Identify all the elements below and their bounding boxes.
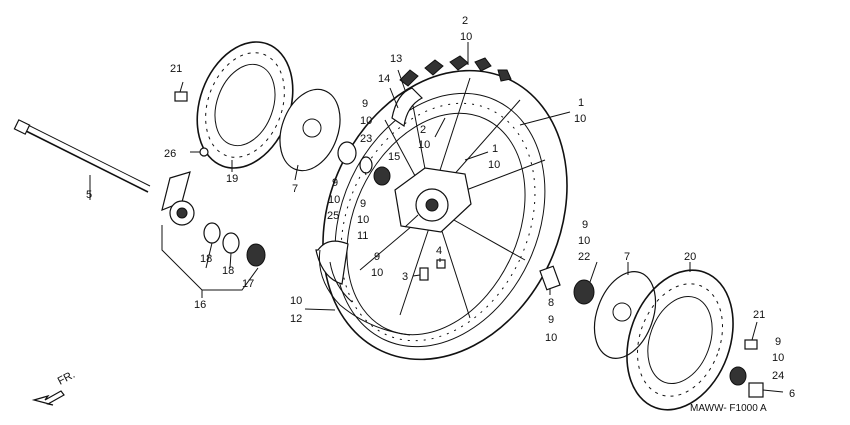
- seal-18-b: [222, 232, 240, 254]
- callout: 10: [357, 214, 369, 226]
- callout: 14: [378, 73, 390, 85]
- callout: 10: [290, 295, 302, 307]
- callout: 9: [582, 219, 588, 231]
- valve-3: [419, 267, 429, 281]
- direction-label: FR.: [56, 369, 77, 388]
- gear-17: [246, 243, 266, 267]
- callout: 7: [292, 183, 298, 195]
- callout: 10: [418, 139, 430, 151]
- bolt-21-right: [744, 339, 758, 350]
- callout: 10: [574, 113, 586, 125]
- callout: 20: [684, 251, 696, 263]
- callout: 4: [436, 245, 442, 257]
- callout: 25: [327, 210, 339, 222]
- callout: 8: [548, 297, 554, 309]
- wheel-tire: [315, 55, 568, 361]
- callout: 10: [578, 235, 590, 247]
- callout: 21: [170, 63, 182, 75]
- callout: 17: [242, 278, 254, 290]
- callout: 19: [226, 173, 238, 185]
- callout: 18: [222, 265, 234, 277]
- axle: [13, 119, 151, 193]
- callout: 15: [388, 151, 400, 163]
- callout: 6: [789, 388, 795, 400]
- callout: 5: [86, 189, 92, 201]
- bearing-15: [373, 166, 391, 186]
- left-hub-cover: [279, 88, 341, 172]
- cap-6: [748, 382, 764, 398]
- callout: 12: [290, 313, 302, 325]
- callout: 9: [360, 198, 366, 210]
- seal-18-a: [203, 222, 221, 244]
- bearing-22: [573, 279, 595, 305]
- bolt-21-left: [174, 91, 188, 102]
- callout: 13: [390, 53, 402, 65]
- callout: 9: [775, 336, 781, 348]
- callout: 9: [332, 177, 338, 189]
- wheel-hub: [394, 167, 472, 233]
- callout: 10: [488, 159, 500, 171]
- callout: 9: [362, 98, 368, 110]
- callout: 24: [772, 370, 784, 382]
- callout: 22: [578, 251, 590, 263]
- tube: [391, 87, 423, 128]
- callout: 16: [194, 299, 206, 311]
- callout: 26: [164, 148, 176, 160]
- callout: 21: [753, 309, 765, 321]
- bearing-23: [359, 156, 373, 174]
- callout: 10: [360, 115, 372, 127]
- collar-8: [539, 265, 561, 291]
- valve-4: [436, 259, 446, 269]
- right-brake-disc: [626, 269, 734, 411]
- callout: 1: [492, 143, 498, 155]
- callout: 10: [460, 31, 472, 43]
- callout: 7: [624, 251, 630, 263]
- bearing-24: [729, 366, 747, 386]
- callout: 2: [420, 124, 426, 136]
- callout: 10: [772, 352, 784, 364]
- callout: 2: [462, 15, 468, 27]
- callout: 10: [328, 194, 340, 206]
- callout: 11: [357, 230, 368, 242]
- bearing-9-10: [337, 141, 357, 165]
- right-hub-cover: [593, 271, 657, 359]
- callout: 10: [371, 267, 383, 279]
- diagram-code: MAWW- F1000 A: [690, 403, 767, 414]
- callout-labels: 2 10 13 14 21 9 10 23 15 2 10 1 10 1 10 …: [86, 15, 795, 400]
- callout: 3: [402, 271, 408, 283]
- callout: 9: [548, 314, 554, 326]
- callout: 18: [200, 253, 212, 265]
- callout: 1: [578, 97, 584, 109]
- front-direction-arrow: FR.: [31, 369, 77, 406]
- bolt-26: [199, 147, 209, 157]
- callout: 10: [545, 332, 557, 344]
- callout: 23: [360, 133, 372, 145]
- leader-lines: [89, 42, 784, 393]
- callout: 9: [374, 251, 380, 263]
